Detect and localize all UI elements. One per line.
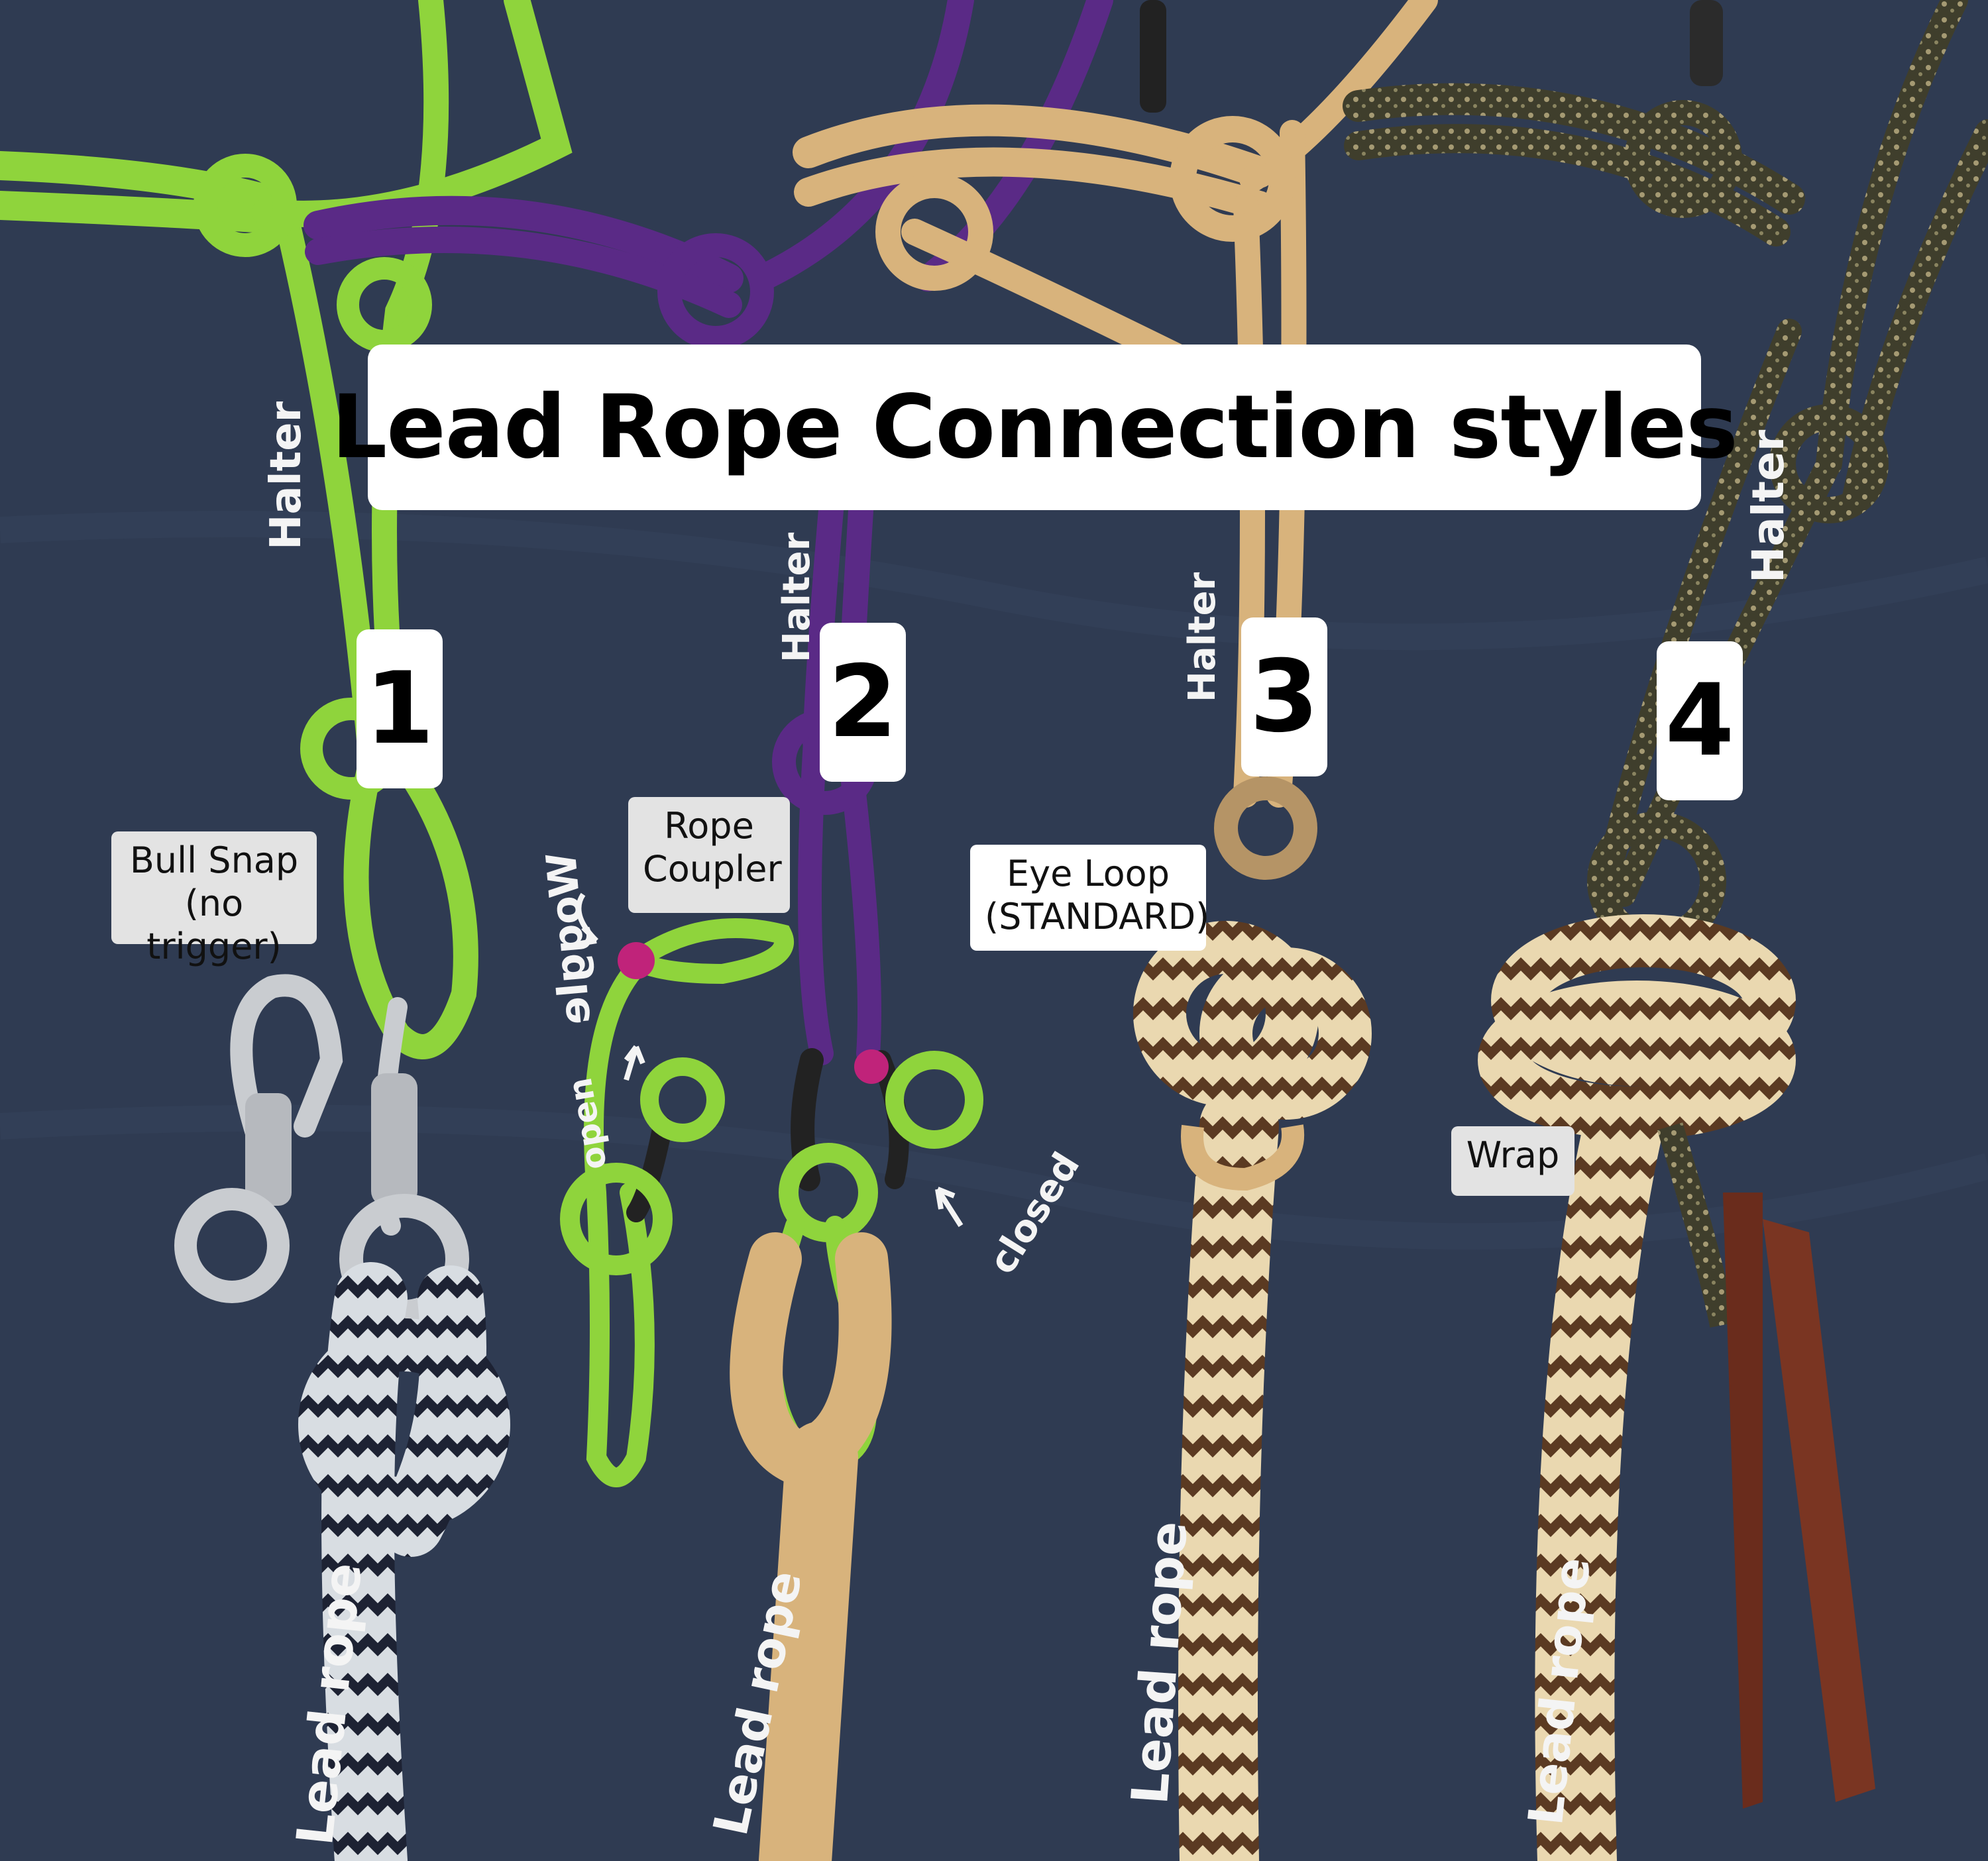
label-wrap: Wrap	[1451, 1126, 1574, 1196]
rope-coupler	[560, 918, 794, 1487]
number-badge-1: 1	[357, 629, 443, 788]
label-rope-coupler: Rope Coupler	[628, 797, 790, 913]
lead-rope-4	[1478, 914, 1796, 1861]
label-eye-loop: Eye Loop (STANDARD)	[970, 845, 1209, 951]
bull-snap-hardware	[174, 974, 343, 1303]
lead-rope-2	[730, 1232, 892, 1861]
green-halter-rope	[0, 0, 573, 1059]
number-badge-2: 2	[820, 623, 906, 782]
number-badge-4: 4	[1657, 641, 1743, 800]
number-badge-3: 3	[1241, 617, 1327, 776]
label-bull-snap: Bull Snap (no trigger)	[111, 831, 317, 967]
lead-rope-3	[1133, 921, 1372, 1861]
leather-tail	[1723, 1193, 1875, 1809]
lead-rope-1	[298, 1262, 510, 1861]
top-rope-end-2	[1690, 0, 1723, 86]
title-caption: Lead Rope Connection styles	[331, 345, 1738, 510]
top-rope-end-1	[1140, 0, 1166, 113]
arrow-closed	[935, 1187, 964, 1228]
